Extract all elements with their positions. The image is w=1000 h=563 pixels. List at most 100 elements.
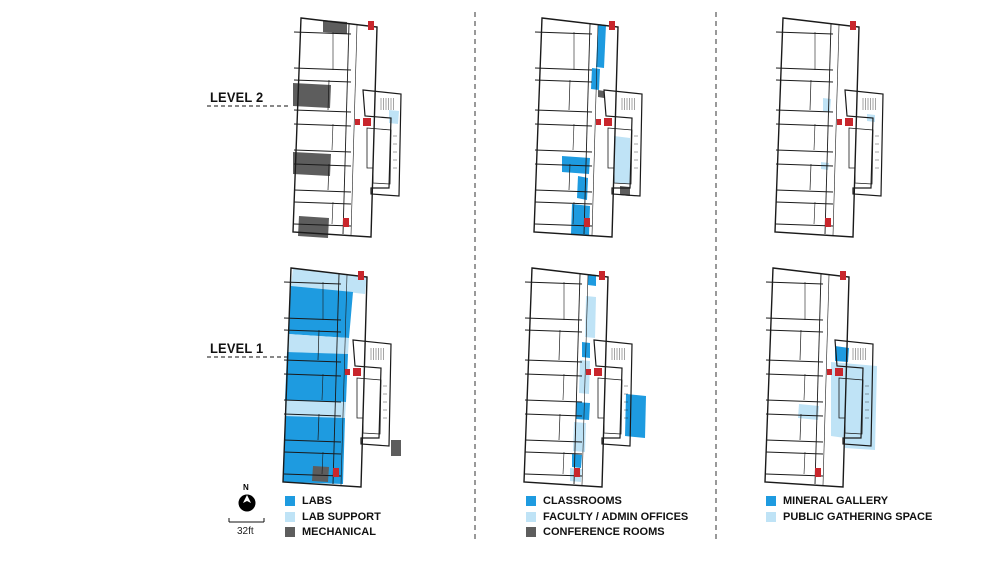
- partition-line: [775, 109, 834, 113]
- zone-light-blue: [285, 400, 346, 418]
- legend-label: MECHANICAL: [302, 526, 376, 538]
- annex-inner: [356, 377, 382, 435]
- annex-inner: [607, 127, 633, 185]
- annex-outline: [352, 339, 392, 447]
- partition-line: [562, 451, 565, 475]
- partition-line: [803, 451, 806, 475]
- annex-inner: [838, 377, 864, 435]
- stair-core-marker: [333, 468, 339, 477]
- corridor-wall: [340, 274, 348, 486]
- partition-line: [765, 451, 824, 455]
- annex-outline: [362, 89, 402, 197]
- partition-line: [558, 413, 561, 441]
- partition-line: [775, 79, 834, 83]
- corridor-wall: [591, 24, 599, 236]
- corridor-wall: [332, 273, 340, 485]
- partition-line: [283, 413, 342, 417]
- zone-gray: [598, 90, 604, 98]
- partition-line: [775, 223, 834, 227]
- corridor-wall: [822, 274, 830, 486]
- partition-line: [534, 223, 593, 227]
- partition-line: [534, 201, 593, 205]
- zone-gray: [312, 466, 329, 482]
- partition-line: [775, 201, 834, 205]
- partition-line: [765, 439, 824, 443]
- north-letter: N: [243, 483, 249, 492]
- building-outline: [282, 267, 368, 488]
- floor-plan-level1-col1: [282, 267, 401, 488]
- partition-line: [534, 31, 593, 35]
- zone-light-blue: [579, 360, 590, 394]
- partition-line: [283, 439, 342, 443]
- partition-line: [524, 317, 583, 321]
- partition-line: [524, 373, 583, 377]
- stair-core-marker: [368, 21, 374, 30]
- partition-line: [572, 201, 575, 225]
- corridor-wall: [342, 23, 350, 235]
- partition-line: [775, 163, 834, 167]
- partition-line: [283, 317, 342, 321]
- floor-plan-level2-col3: [774, 17, 884, 238]
- partition-line: [534, 189, 593, 193]
- corridor-wall: [581, 274, 589, 486]
- partition-line: [293, 67, 352, 71]
- partition-line: [283, 281, 342, 285]
- partition-line: [534, 163, 593, 167]
- building-outline: [533, 17, 619, 238]
- annex-inner: [848, 127, 874, 185]
- partition-line: [568, 163, 571, 191]
- stair-core-marker: [599, 271, 605, 280]
- zone-light-blue: [585, 296, 596, 338]
- zone-gray: [391, 440, 401, 456]
- scale-label: 32ft: [237, 526, 254, 537]
- level-2-label: LEVEL 2: [210, 89, 264, 105]
- partition-line: [293, 123, 352, 127]
- partition-line: [327, 79, 330, 111]
- legend-swatch: [526, 496, 536, 506]
- stair-core-marker: [850, 21, 856, 30]
- partition-line: [813, 123, 816, 151]
- partition-line: [534, 109, 593, 113]
- partition-line: [331, 123, 334, 151]
- partition-line: [775, 123, 834, 127]
- annex-outline: [593, 339, 633, 447]
- zone-light-blue: [291, 268, 367, 294]
- partition-line: [293, 223, 352, 227]
- building-outline: [523, 267, 609, 488]
- partition-line: [765, 473, 824, 477]
- legend-label: LAB SUPPORT: [302, 510, 381, 523]
- annex-inner: [366, 127, 392, 185]
- stair-core-marker: [363, 118, 371, 126]
- legend-item-lab-support: LAB SUPPORT: [285, 510, 381, 524]
- legend-item-faculty-offices: FACULTY / ADMIN OFFICES: [526, 510, 688, 524]
- legend-label: CONFERENCE ROOMS: [543, 526, 665, 538]
- corridor-wall: [573, 273, 581, 485]
- stair-core-marker: [815, 468, 821, 477]
- partition-line: [765, 373, 824, 377]
- partition-line: [765, 359, 824, 363]
- partition-line: [524, 329, 583, 333]
- partition-line: [524, 439, 583, 443]
- legend-swatch: [285, 527, 295, 537]
- partition-line: [283, 473, 342, 477]
- zone-dark-blue: [625, 394, 646, 438]
- zone-dark-blue: [588, 274, 596, 286]
- stair-core-marker: [574, 468, 580, 477]
- legend-item-mechanical: MECHANICAL: [285, 525, 381, 539]
- partition-line: [765, 281, 824, 285]
- partition-line: [283, 359, 342, 363]
- zone-dark-blue: [283, 416, 345, 484]
- legend-swatch: [285, 511, 295, 522]
- zone-light-blue: [823, 98, 831, 112]
- stair-core-marker: [343, 218, 349, 227]
- legend-labs: LABS LAB SUPPORT MECHANICAL: [285, 494, 381, 541]
- partition-line: [283, 329, 342, 333]
- partition-line: [283, 373, 342, 377]
- partition-line: [321, 373, 324, 401]
- stair-core-marker: [594, 368, 602, 376]
- zone-light-blue: [614, 136, 630, 184]
- partition-line: [775, 67, 834, 71]
- partition-line: [809, 79, 812, 111]
- partition-line: [775, 31, 834, 35]
